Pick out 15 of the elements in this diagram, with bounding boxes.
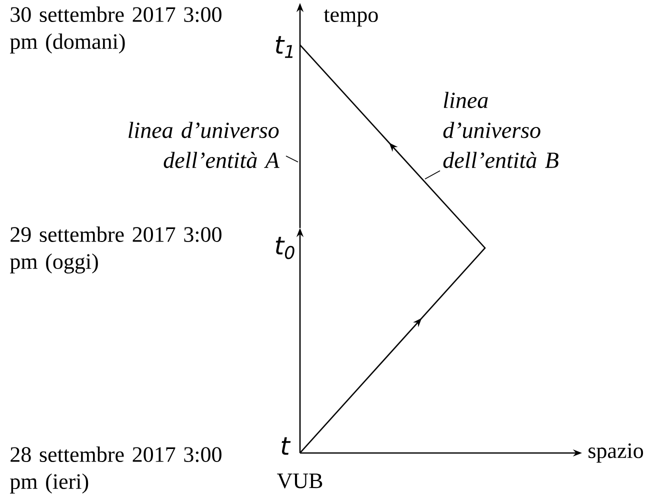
time-label: t	[282, 437, 291, 455]
worldline-label: linea d’universo dell’entità B	[443, 92, 558, 168]
date-label: 29 settembre 2017 3:00 pm (oggi)	[10, 226, 222, 274]
time-label: t$_{0}$	[276, 236, 294, 260]
leader-line	[424, 170, 440, 180]
date-label: 28 settembre 2017 3:00 pm (ieri)	[10, 446, 222, 494]
axis-label: tempo	[324, 9, 378, 27]
worldline	[300, 44, 486, 454]
leader-line	[286, 156, 298, 162]
date-label: 30 settembre 2017 3:00 pm (domani)	[10, 6, 222, 54]
axis-label: VUB	[277, 474, 322, 488]
worldline	[299, 44, 301, 228]
axis-label: spazio	[588, 443, 644, 463]
time-label: t$_{1}$	[276, 36, 293, 58]
worldline-label: linea d’universo dell’entità A	[128, 122, 280, 168]
